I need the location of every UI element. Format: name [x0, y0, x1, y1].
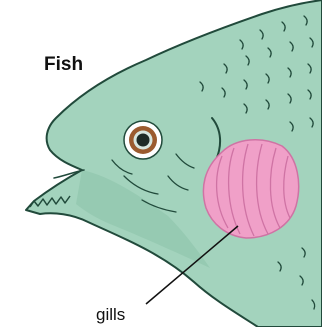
gills-label: gills [96, 305, 125, 324]
eye [124, 121, 162, 159]
diagram-title: Fish [44, 54, 83, 75]
